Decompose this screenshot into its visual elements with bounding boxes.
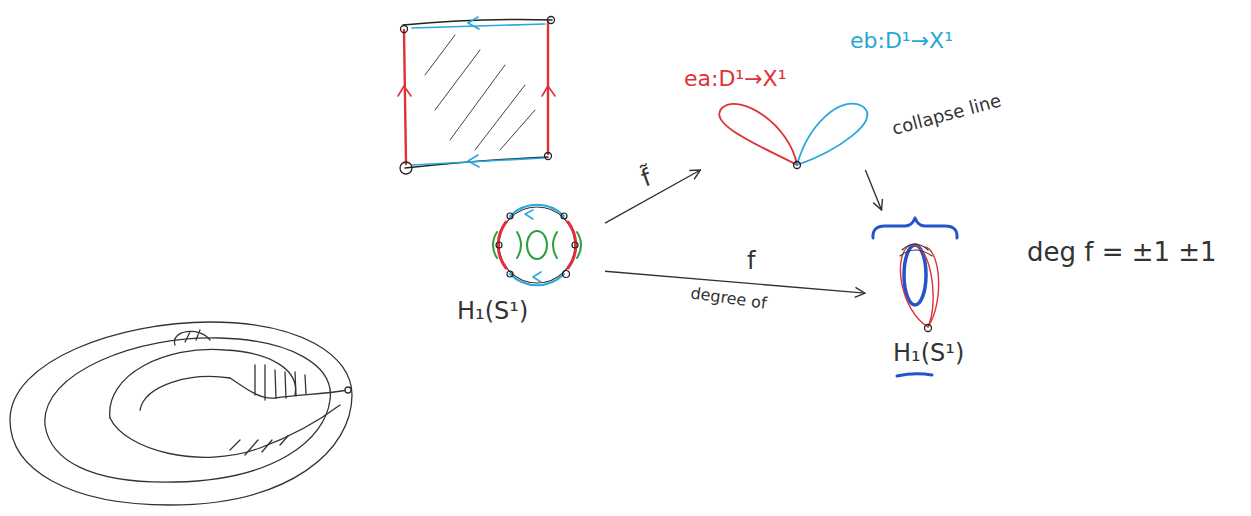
torus-sketch <box>10 322 352 505</box>
math-label: H₁(S¹) <box>457 298 528 326</box>
square-cell <box>398 17 555 175</box>
arrow-label: f̃ <box>636 164 657 194</box>
math-label: ea:D¹→X¹ <box>684 66 787 91</box>
note-text: degree of <box>687 284 769 313</box>
map-arrow <box>865 170 881 210</box>
boundary-circle <box>493 205 581 286</box>
wedge-of-circles <box>719 104 867 169</box>
figure-node: ea:D¹→X¹ eb:D¹→X¹ <box>680 20 990 170</box>
note-text: deg f = ±1 ±1 <box>1025 238 1219 268</box>
figure-node: H₁(S¹) <box>865 210 969 385</box>
math-label: H₁(S¹) <box>893 340 964 368</box>
math-label: eb:D¹→X¹ <box>850 28 953 53</box>
figure-node: H₁(S¹) <box>455 195 605 335</box>
arrow-label: f <box>745 248 757 276</box>
arrow-label: collapse line <box>888 90 1005 140</box>
